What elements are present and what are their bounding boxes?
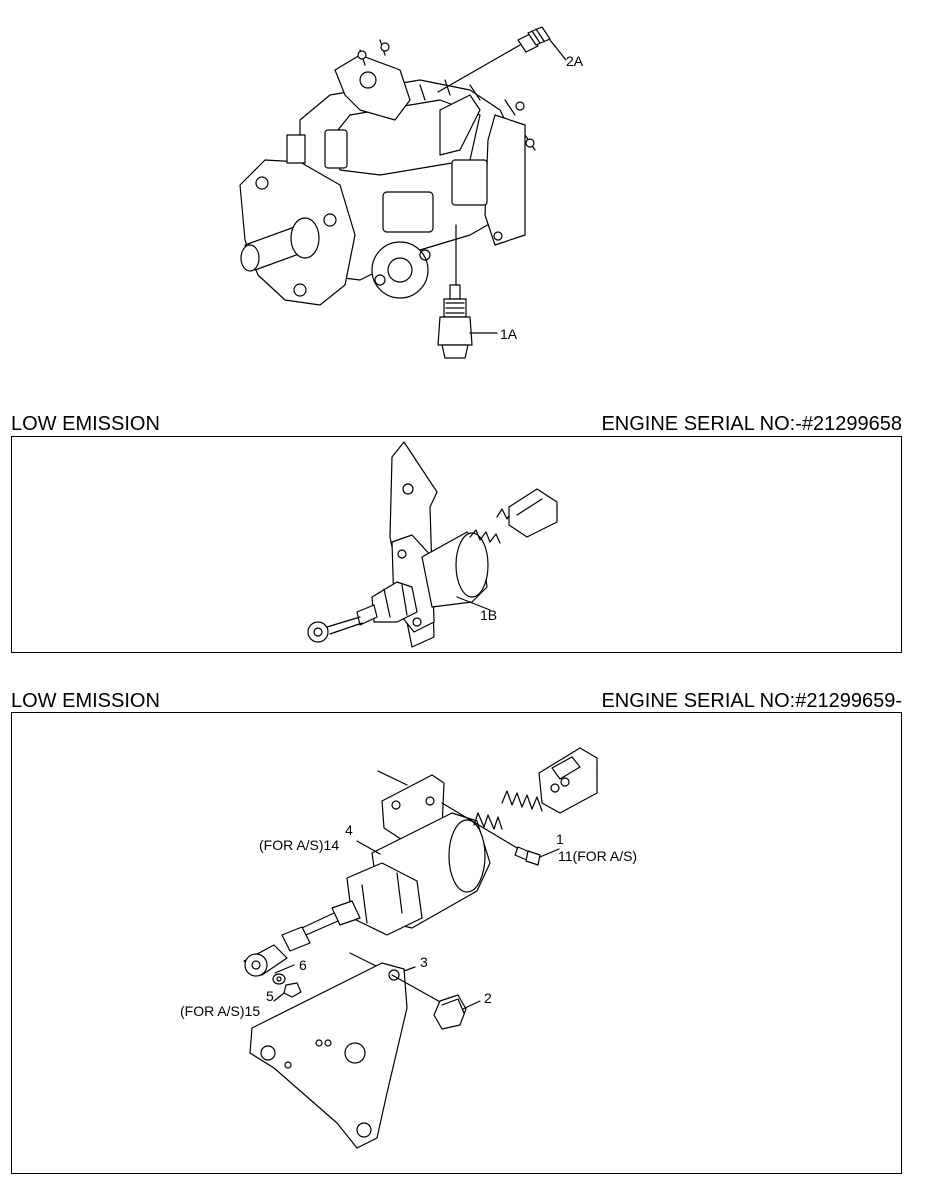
callout-5: 5 (266, 988, 274, 1004)
stop-solenoid-1b-illustration (307, 441, 558, 648)
callout-4: 4 (345, 822, 353, 838)
callout-1: 1 (556, 831, 564, 847)
middle-section-title: LOW EMISSION (11, 413, 160, 435)
bottom-diagram-frame (11, 712, 902, 1174)
callout-1b: 1B (480, 607, 498, 623)
bottom-section-title: LOW EMISSION (11, 690, 160, 712)
callout-2a: 2A (566, 53, 584, 69)
callout-3: 3 (420, 954, 428, 970)
bottom-section-serial: ENGINE SERIAL NO:#21299659- (601, 690, 902, 712)
callout-6: 6 (299, 957, 307, 973)
callout-11: 11(FOR A/S) (558, 848, 638, 864)
callout-14: (FOR A/S)14 (259, 837, 340, 853)
callout-2: 2 (484, 990, 492, 1006)
callout-1a: 1A (500, 326, 518, 342)
middle-section-serial: ENGINE SERIAL NO:-#21299658 (601, 413, 902, 435)
injection-pump-illustration (0, 0, 929, 380)
middle-diagram-frame (11, 436, 902, 653)
callout-15: (FOR A/S)15 (180, 1003, 261, 1019)
stop-solenoid-exploded-illustration (243, 747, 598, 1149)
